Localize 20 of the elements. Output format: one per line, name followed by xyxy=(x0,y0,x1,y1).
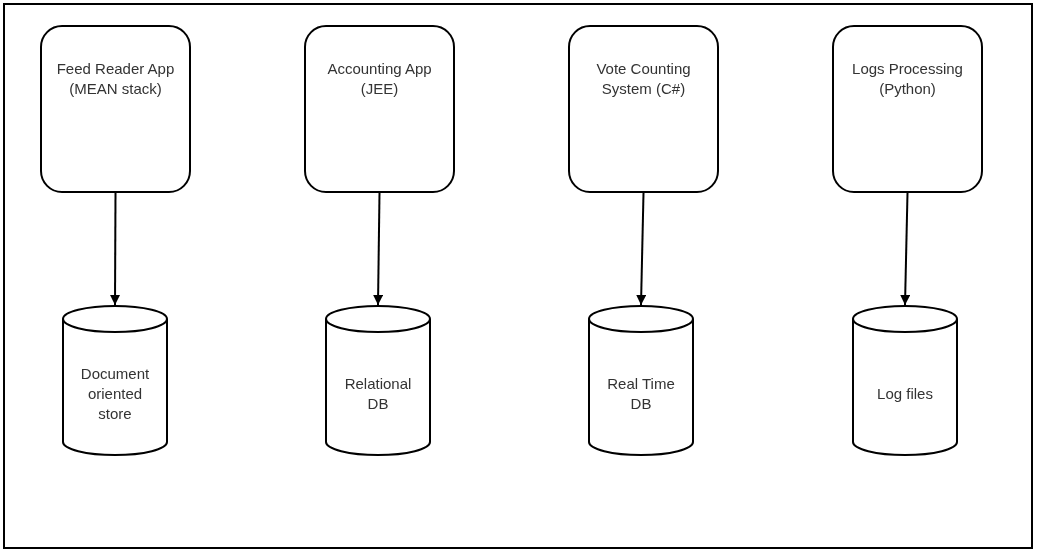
node-label: Relational DB xyxy=(343,373,413,414)
process-box xyxy=(40,25,191,193)
arrow xyxy=(110,192,121,306)
database-cylinder xyxy=(325,305,431,456)
node-label: Vote Counting System (C#) xyxy=(595,59,692,99)
database-cylinder xyxy=(852,305,958,456)
arrow xyxy=(636,192,647,306)
node-label: Logs Processing (Python) xyxy=(851,59,964,99)
process-box xyxy=(832,25,983,193)
process-box xyxy=(568,25,719,193)
arrow xyxy=(900,192,911,306)
arrow xyxy=(373,192,384,306)
node-label: Accounting App (JEE) xyxy=(326,59,433,99)
node-label: Document oriented store xyxy=(79,363,151,424)
node-label: Log files xyxy=(877,383,933,404)
node-label: Feed Reader App (MEAN stack) xyxy=(55,59,176,99)
process-box xyxy=(304,25,455,193)
database-cylinder xyxy=(62,305,168,456)
database-cylinder xyxy=(588,305,694,456)
node-label: Real Time DB xyxy=(606,373,676,414)
